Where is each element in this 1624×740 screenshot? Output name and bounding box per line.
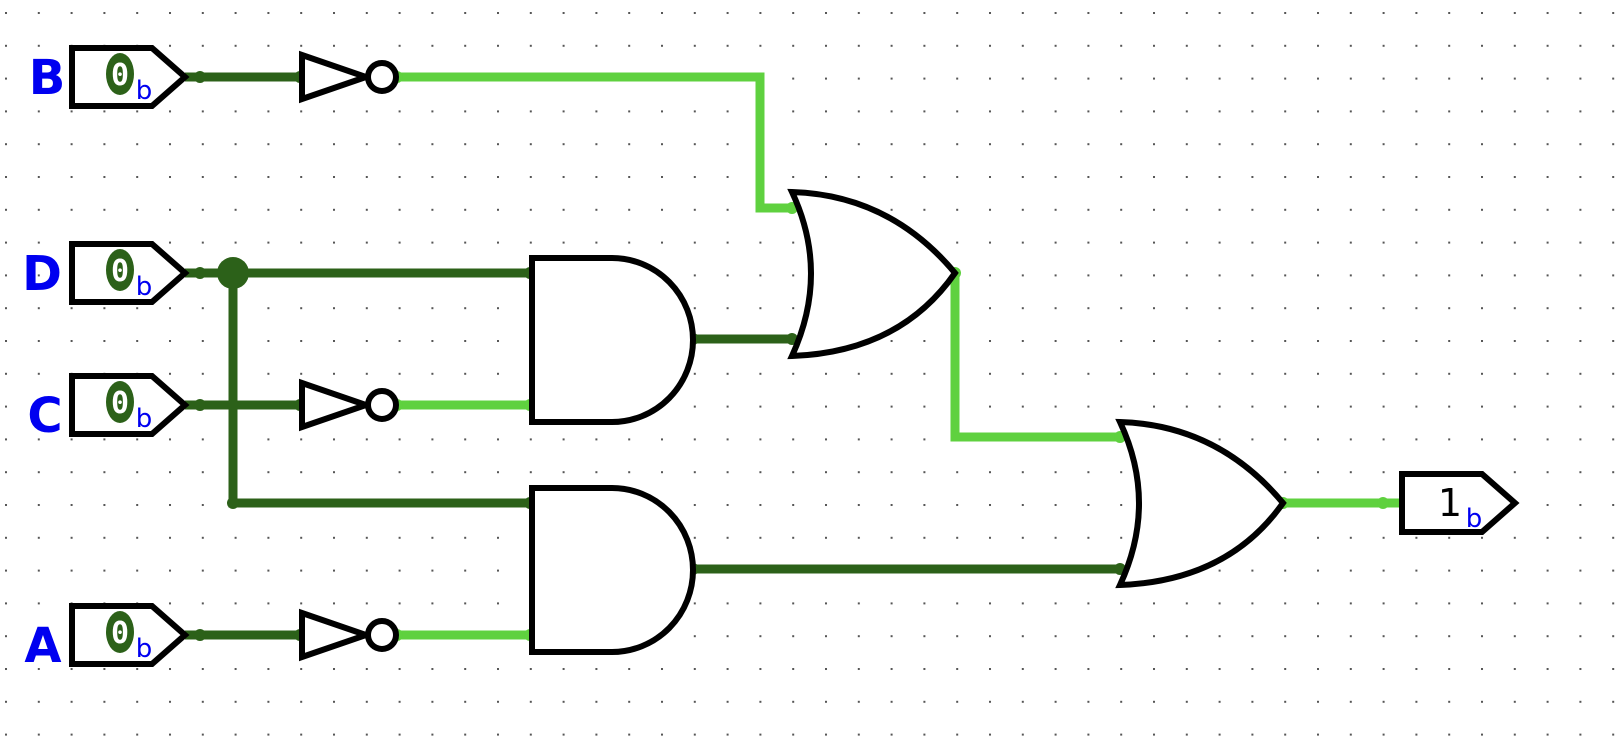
value-bit-icon [106, 611, 134, 653]
input-pin-a[interactable]: A 0 b [24, 603, 190, 674]
value-bit-icon [106, 381, 134, 423]
pin-value: 0 [111, 254, 129, 289]
value-bit-icon [106, 249, 134, 291]
value-bit-icon [106, 53, 134, 95]
pin-value: 0 [111, 58, 129, 93]
input-pin-d[interactable]: D 0 b [22, 241, 190, 305]
output-pin[interactable]: 1 b [1399, 471, 1520, 535]
pin-value: 0 [111, 616, 129, 651]
input-pin-c[interactable]: C 0 b [27, 373, 190, 444]
wire-or1-out[interactable] [950, 273, 1122, 442]
pin-radix: b [136, 634, 153, 664]
wire-not-b[interactable] [397, 72, 792, 213]
pin-label: B [29, 50, 66, 106]
pin-value: 0 [111, 386, 129, 421]
output-radix: b [1466, 504, 1483, 534]
and-gate-1[interactable] [529, 255, 696, 425]
or-gate-2[interactable] [1115, 418, 1287, 589]
pin-label: A [24, 618, 61, 674]
pin-label: D [22, 246, 62, 302]
junction-dot [217, 257, 249, 289]
pin-label: C [27, 388, 62, 444]
or-gate-1[interactable] [787, 188, 959, 360]
pin-radix: b [136, 76, 153, 106]
and-gate-2[interactable] [529, 485, 696, 655]
input-pin-b[interactable]: B 0 b [29, 45, 190, 109]
pin-radix: b [136, 272, 153, 302]
output-value: 1 [1438, 481, 1462, 525]
pin-radix: b [136, 404, 153, 434]
